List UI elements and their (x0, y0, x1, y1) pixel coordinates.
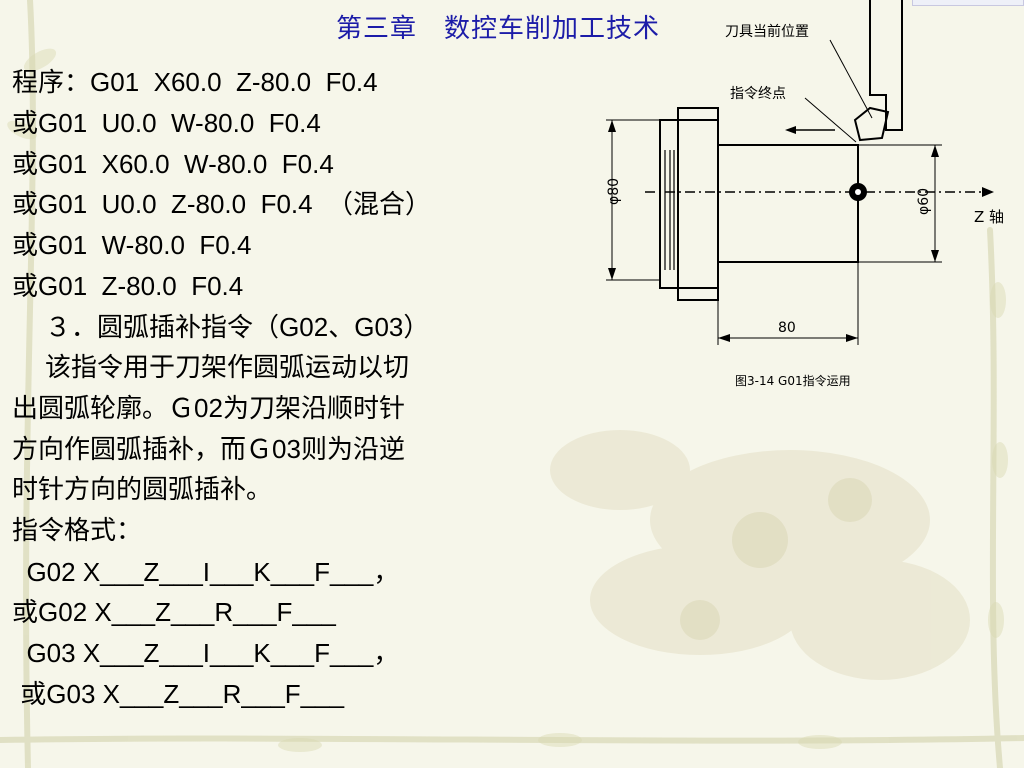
text-segment: 或 (12, 679, 47, 710)
text-segment: ， (373, 639, 400, 670)
text-line: 该指令用于刀架作圆弧运动以切 (12, 348, 587, 389)
text-line: 程序：G01 X60.0 Z-80.0 F0.4 (12, 62, 587, 103)
text-segment: G02 X___Z___I___K___F___ (12, 556, 374, 587)
label-length-80: 80 (778, 320, 796, 336)
text-line: 方向作圆弧插补，而Ｇ03则为沿逆 (12, 429, 587, 470)
text-segment: G01 U0.0 W-80.0 F0.4 (38, 107, 321, 138)
text-segment: G01 Z-80.0 F0.4 (38, 270, 244, 301)
text-segment: 或 (12, 231, 39, 262)
text-line: 时针方向的圆弧插补。 (12, 470, 587, 511)
page-title: 第三章 数控车削加工技术 (335, 14, 660, 44)
label-end-point: 指令终点 (730, 86, 786, 102)
text-line: 或G01 X60.0 W-80.0 F0.4 (12, 144, 587, 185)
text-segment: 或 (12, 271, 39, 302)
text-segment: G01 X60.0 W-80.0 F0.4 (38, 148, 334, 179)
text-line: 或G01 U0.0 W-80.0 F0.4 (12, 103, 587, 144)
text-segment: 、 (328, 312, 355, 343)
text-line: G02 X___Z___I___K___F___， (12, 552, 587, 593)
text-segment: ３．圆弧插补指令（ (12, 312, 280, 343)
text-segment: 该指令用于刀架作圆弧运动以切 (12, 352, 410, 383)
g01-diagram: 刀具当前位置 指令终点 φ80 φ60 Z 轴 80 图3-14 G01指令运用 (606, 0, 1004, 388)
figure-caption: 图3-14 G01指令运用 (735, 373, 851, 388)
text-segment: 出圆弧轮廓。Ｇ (12, 394, 195, 425)
text-segment: 02 (194, 393, 223, 424)
text-segment: 则为沿逆 (300, 435, 405, 466)
cutting-tool (853, 106, 890, 142)
text-line: 或G02 X___Z___R___F___ (12, 592, 587, 633)
text-segment: 为刀架沿顺时针 (222, 394, 405, 425)
label-z-axis: Z 轴 (974, 208, 1004, 226)
text-segment: ） (403, 312, 430, 343)
text-line: 指令格式： (12, 511, 587, 552)
text-segment: （混合） (327, 190, 432, 221)
text-segment: 程序： (12, 68, 91, 98)
text-segment: G01 W-80.0 F0.4 (38, 230, 252, 261)
text-segment: G01 X60.0 Z-80.0 F0.4 (90, 67, 378, 97)
text-line: 或G03 X___Z___R___F___ (12, 674, 587, 715)
label-dia-60: φ60 (916, 188, 932, 215)
label-dia-80: φ80 (606, 178, 622, 205)
text-line: 或G01 W-80.0 F0.4 (12, 225, 587, 266)
text-segment: 或 (12, 108, 39, 139)
text-segment: 时针方向的圆弧插补。 (12, 474, 273, 505)
text-segment: ， (373, 557, 400, 588)
tool-post (869, 0, 903, 131)
text-segment: G02 (279, 311, 329, 342)
text-segment: 或 (12, 149, 39, 180)
text-segment: 或 (12, 190, 39, 221)
text-line: G03 X___Z___I___K___F___， (12, 633, 587, 674)
text-line: 出圆弧轮廓。Ｇ02为刀架沿顺时针 (12, 388, 587, 429)
chuck-step (659, 119, 719, 289)
text-line: ３．圆弧插补指令（G02、G03） (12, 307, 587, 348)
text-segment: G03 X___Z___R___F___ (46, 678, 345, 709)
text-segment: G02 X___Z___R___F___ (38, 597, 336, 628)
chuck-flange (677, 107, 719, 301)
text-segment: G03 X___Z___I___K___F___ (12, 638, 374, 669)
text-line: 或G01 U0.0 Z-80.0 F0.4 （混合） (12, 184, 587, 225)
text-segment: 方向作圆弧插补，而Ｇ (12, 435, 273, 466)
text-segment: 指令格式： (12, 515, 143, 546)
text-segment: G01 U0.0 Z-80.0 F0.4 (38, 189, 328, 220)
text-segment: 03 (272, 434, 301, 465)
part-cylinder (718, 144, 859, 263)
text-segment: G03 (354, 311, 404, 342)
text-line: 或G01 Z-80.0 F0.4 (12, 266, 587, 307)
label-tool-position: 刀具当前位置 (725, 23, 809, 40)
text-segment: 或 (12, 598, 39, 629)
